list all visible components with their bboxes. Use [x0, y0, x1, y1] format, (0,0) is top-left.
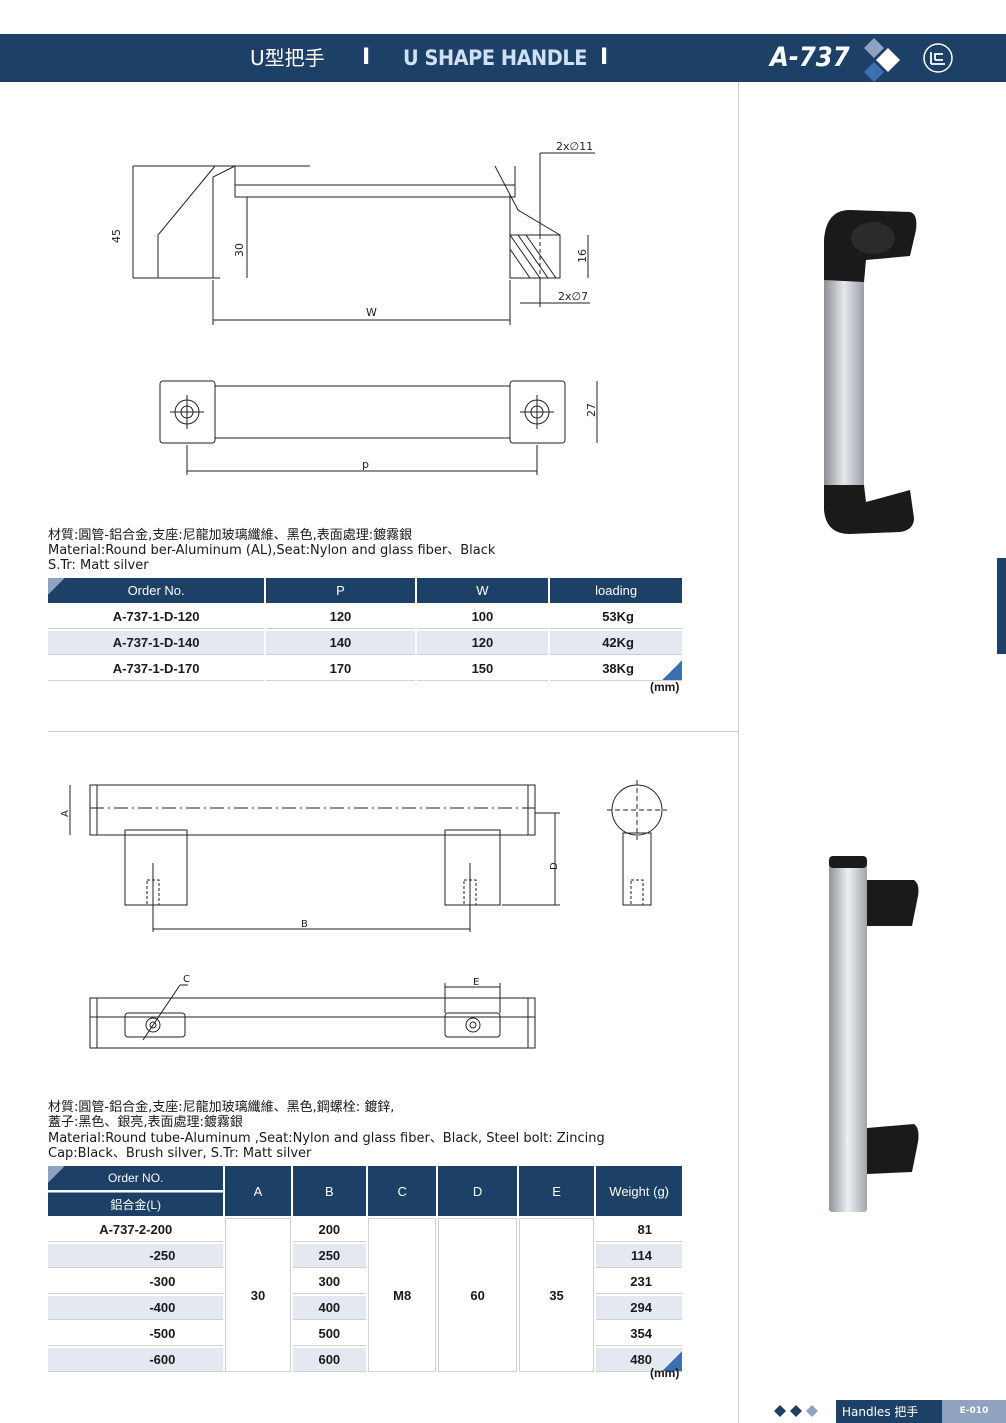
order-no-cell: -500: [48, 1322, 224, 1346]
header-order-no: Order NO.: [48, 1166, 224, 1190]
hole-top-label: 2x∅11: [556, 140, 593, 153]
material-en-line2: Cap:Black、Brush silver, S.Tr: Matt silve…: [48, 1146, 312, 1161]
spec-table-1: Order No. P W loading A-737-1-D-120 120 …: [46, 576, 684, 683]
table-row: A-737-1-D-170 170 150 38Kg: [48, 657, 682, 681]
dim-d-label: D: [549, 862, 560, 870]
footer-diamonds-icon: [774, 1405, 818, 1417]
p-cell: 140: [266, 631, 415, 655]
d-value-cell: 60: [438, 1218, 517, 1372]
a-value-cell: 30: [225, 1218, 291, 1372]
dim-16-label: 16: [576, 249, 589, 263]
material-zh-line2: 蓋子:黑色、銀亮,表面處理:鍍霧銀: [48, 1115, 243, 1130]
technical-drawing-straight-handle: A B C D E: [60, 780, 667, 1049]
b-cell: 300: [292, 1270, 367, 1294]
order-no-cell: -600: [48, 1348, 224, 1372]
dim-b-label: B: [301, 919, 308, 930]
b-cell: 250: [292, 1244, 367, 1268]
header-d: D: [438, 1166, 517, 1216]
c-value-cell: M8: [368, 1218, 437, 1372]
b-cell: 500: [292, 1322, 367, 1346]
straight-handle-product-photo: [829, 856, 919, 1212]
title-separator: I: [600, 45, 609, 70]
surface-treatment: S.Tr: Matt silver: [48, 558, 149, 573]
title-en: U SHAPE HANDLE: [403, 46, 587, 70]
side-tab: [997, 558, 1006, 654]
title-separator: I: [362, 45, 371, 70]
w-cell: 120: [416, 631, 549, 655]
u-handle-product-photo: [824, 210, 917, 534]
order-no-cell: A-737-1-D-140: [48, 631, 265, 655]
order-no-cell: -400: [48, 1296, 224, 1320]
header-loading: loading: [550, 578, 682, 603]
header-w: W: [416, 578, 549, 603]
weight-cell: 81: [596, 1218, 682, 1242]
weight-cell: 294: [596, 1296, 682, 1320]
material-zh-line1: 材質:圓管-鋁合金,支座:尼龍加玻璃纖維、黑色,鋼螺栓: 鍍鋅,: [48, 1100, 395, 1115]
weight-cell: 114: [596, 1244, 682, 1268]
table-row: -250 250 114: [48, 1244, 682, 1268]
hole-bottom-label: 2x∅7: [558, 290, 588, 303]
b-cell: 200: [292, 1218, 367, 1242]
material-zh: 材質:圓管-鋁合金,支座:尼龍加玻璃纖維、黑色,表面處理:鍍霧銀: [48, 528, 413, 543]
table-row: -600 600 480: [48, 1348, 682, 1372]
p-cell: 120: [266, 605, 415, 629]
header-weight: Weight (g): [596, 1166, 682, 1216]
section-divider: [48, 731, 738, 732]
table-row: A-737-1-D-140 140 120 42Kg: [48, 631, 682, 655]
weight-cell: 480: [596, 1348, 682, 1372]
diamond-cluster-icon: [864, 38, 900, 82]
w-cell: 100: [416, 605, 549, 629]
dim-45-label: 45: [110, 229, 123, 243]
technical-drawing-u-handle: 45 30 W 2x∅11 16 2x∅7 27 p: [110, 140, 598, 475]
p-cell: 170: [266, 657, 415, 681]
spec-table-2: Order NO. A B C D E Weight (g) 鋁合金(L) A-…: [46, 1164, 684, 1374]
order-no-cell: A-737-1-D-120: [48, 605, 265, 629]
header-order-sub: 鋁合金(L): [48, 1192, 224, 1216]
e-value-cell: 35: [518, 1218, 595, 1372]
table-row: -400 400 294: [48, 1296, 682, 1320]
dim-27-label: 27: [585, 403, 598, 417]
dim-p-label: p: [362, 458, 369, 471]
title-zh: U型把手: [250, 46, 325, 70]
material-en-line1: Material:Round tube-Aluminum ,Seat:Nylon…: [48, 1131, 605, 1146]
header-b: B: [292, 1166, 367, 1216]
weight-cell: 231: [596, 1270, 682, 1294]
dim-a-label: A: [60, 810, 71, 817]
b-cell: 600: [292, 1348, 367, 1372]
page-code: E-010: [942, 1400, 1006, 1423]
w-cell: 150: [416, 657, 549, 681]
material-en: Material:Round ber-Aluminum (AL),Seat:Ny…: [48, 543, 496, 558]
header-bar: U型把手 I U SHAPE HANDLE I A-737: [0, 34, 1006, 82]
model-number: A-737: [770, 42, 850, 73]
order-no-cell: A-737-2-200: [48, 1218, 224, 1242]
dim-c-label: C: [183, 974, 190, 985]
dim-w-label: W: [366, 306, 377, 319]
vertical-divider: [738, 82, 739, 1423]
table-row: A-737-2-200 30 200 M8 60 35 81: [48, 1218, 682, 1372]
order-no-cell: -300: [48, 1270, 224, 1294]
dim-30-label: 30: [233, 243, 246, 257]
loading-cell: 42Kg: [550, 631, 682, 655]
table-row: A-737-1-D-120 120 100 53Kg: [48, 605, 682, 629]
header-order-no: Order No.: [48, 578, 265, 603]
unit-label: (mm): [650, 680, 680, 694]
loading-cell: 53Kg: [550, 605, 682, 629]
loading-cell: 38Kg: [550, 657, 682, 681]
order-no-cell: -250: [48, 1244, 224, 1268]
weight-cell: 354: [596, 1322, 682, 1346]
header-e: E: [518, 1166, 595, 1216]
unit-label: (mm): [650, 1366, 680, 1380]
table-row: -300 300 231: [48, 1270, 682, 1294]
b-cell: 400: [292, 1296, 367, 1320]
header-p: P: [266, 578, 415, 603]
dim-e-label: E: [473, 977, 479, 988]
table-row: -500 500 354: [48, 1322, 682, 1346]
order-no-cell: A-737-1-D-170: [48, 657, 265, 681]
header-c: C: [368, 1166, 437, 1216]
header-a: A: [225, 1166, 291, 1216]
company-logo-icon: [923, 43, 953, 73]
footer-category: Handles 把手: [842, 1405, 919, 1419]
